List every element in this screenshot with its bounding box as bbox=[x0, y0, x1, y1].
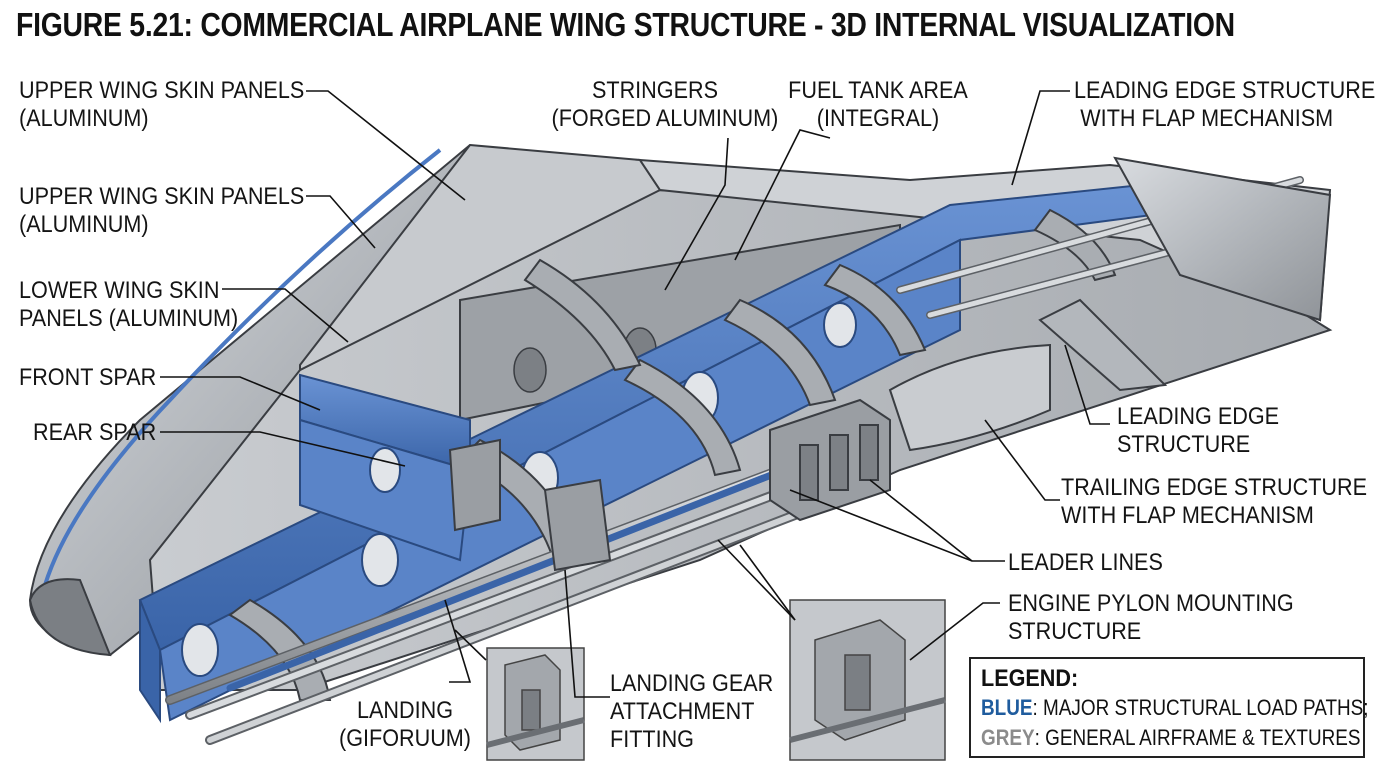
legend-grey-row: GREY: GENERAL AIRFRAME & TEXTURES bbox=[981, 725, 1361, 750]
legend-title: LEGEND: bbox=[981, 665, 1079, 692]
label-upper-wing-skin-2: UPPER WING SKIN PANELS (ALUMINUM) bbox=[19, 183, 305, 238]
legend-box: LEGEND: BLUE: MAJOR STRUCTURAL LOAD PATH… bbox=[969, 657, 1369, 758]
wing-root-section bbox=[28, 578, 112, 657]
label-leading-edge-flap: LEADING EDGE STRUCTURE WITH FLAP MECHANI… bbox=[1074, 77, 1376, 132]
label-leading-edge: LEADING EDGE STRUCTURE bbox=[1117, 403, 1280, 458]
label-leader-lines: LEADER LINES bbox=[1008, 549, 1163, 576]
label-stringers: STRINGERS (FORGED ALUMINUM) bbox=[551, 77, 779, 132]
label-trailing-edge: TRAILING EDGE STRUCTURE WITH FLAP MECHAN… bbox=[1061, 474, 1368, 529]
figure-title: FIGURE 5.21: COMMERCIAL AIRPLANE WING ST… bbox=[16, 6, 1235, 43]
label-lower-wing-skin: LOWER WING SKIN PANELS (ALUMINUM) bbox=[19, 277, 239, 332]
label-fuel-tank-area: FUEL TANK AREA (INTEGRAL) bbox=[788, 77, 968, 132]
leader-lines bbox=[160, 90, 1110, 698]
leading-edge-slat bbox=[1038, 298, 1168, 392]
label-engine-pylon: ENGINE PYLON MOUNTING STRUCTURE bbox=[1008, 590, 1294, 645]
inset-landing-gear bbox=[486, 647, 585, 761]
trailing-edge-flap bbox=[888, 343, 1051, 452]
label-rear-spar: REAR SPAR bbox=[33, 419, 157, 446]
upper-skin-panel-top bbox=[299, 143, 662, 372]
label-upper-wing-skin-1: UPPER WING SKIN PANELS (ALUMINUM) bbox=[19, 77, 305, 132]
gear-fittings bbox=[448, 398, 891, 572]
inset-engine-pylon bbox=[789, 599, 946, 761]
leading-edge-curve bbox=[43, 148, 442, 586]
label-front-spar: FRONT SPAR bbox=[19, 364, 157, 391]
label-landing: LANDING (GIFORUUM) bbox=[339, 697, 471, 752]
legend-blue-row: BLUE: MAJOR STRUCTURAL LOAD PATHS; bbox=[981, 695, 1369, 720]
label-landing-gear-fitting: LANDING GEAR ATTACHMENT FITTING bbox=[610, 670, 774, 753]
wing-tip bbox=[1113, 156, 1332, 322]
